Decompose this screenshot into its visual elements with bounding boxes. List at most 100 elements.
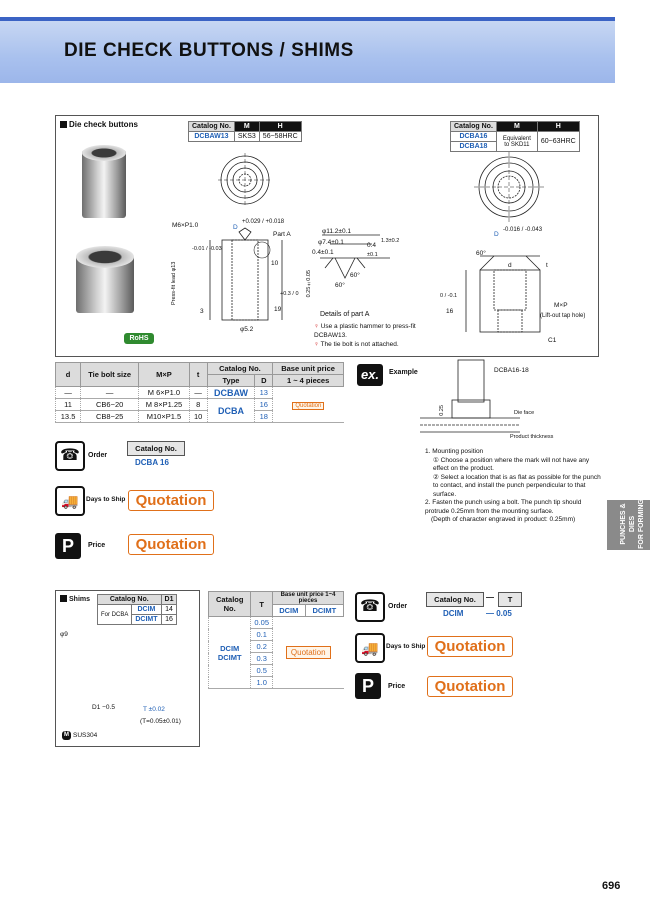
shim-d1: D1 −0.5 bbox=[92, 704, 115, 711]
price-label: Price bbox=[88, 542, 106, 549]
detail-note-1: ♀ Use a plastic hammer to press-fit DCBA… bbox=[314, 323, 416, 339]
shim-cat-dcimt[interactable]: DCIMT bbox=[217, 652, 242, 662]
table-row: 0.2 bbox=[209, 640, 344, 653]
detail-d6: 0.25±0.05 bbox=[306, 270, 312, 298]
page-title: DIE CHECK BUTTONS / SHIMS bbox=[64, 40, 354, 61]
example-dim: 0.25 bbox=[439, 405, 445, 416]
label-press-fit: Press-fit lead φ13 bbox=[171, 261, 177, 305]
label-angle-right: 60° bbox=[476, 250, 486, 257]
warning-icon: ♀ bbox=[314, 323, 319, 330]
example-die-face: Die face bbox=[514, 410, 535, 416]
table-row: 0.1 bbox=[209, 628, 344, 641]
shim-days-label: Days to Ship bbox=[386, 643, 426, 650]
quotation-price-button[interactable]: Quotation bbox=[128, 534, 214, 555]
label-dim-16: 16 bbox=[446, 308, 454, 315]
example-label: Example bbox=[389, 369, 418, 376]
type-dcbaw[interactable]: DCBAW bbox=[206, 386, 255, 399]
catalog-dcimt[interactable]: DCIMT bbox=[131, 614, 162, 625]
label-c1: C1 bbox=[548, 337, 557, 344]
main-spec-table: d Tie bolt size M×P t Catalog No. Base u… bbox=[54, 362, 344, 423]
label-d-right: D bbox=[494, 231, 499, 238]
truck-icon: 🚚 bbox=[55, 486, 85, 516]
shim-quotation-price-button[interactable]: Quotation bbox=[427, 676, 513, 697]
detail-d4-tol: ±0.1 bbox=[367, 252, 378, 258]
quotation-days-button[interactable]: Quotation bbox=[128, 490, 214, 511]
detail-d3: 0.4±0.1 bbox=[312, 249, 334, 256]
mounting-notes: 1. Mounting position ① Choose a position… bbox=[425, 448, 601, 523]
shim-price-p-icon: P bbox=[355, 673, 381, 699]
shim-order-catalog-label: Catalog No. bbox=[426, 592, 484, 607]
label-dim-16-tol: 0 / -0.1 bbox=[440, 293, 458, 299]
order-example[interactable]: DCBA 16 bbox=[135, 458, 169, 467]
table-row: 1.0 bbox=[209, 676, 344, 689]
die-check-label: Die check buttons bbox=[60, 120, 138, 129]
shim-price-label: Price bbox=[388, 683, 406, 690]
shim-truck-icon: 🚚 bbox=[355, 633, 385, 663]
shim-order-t-label: T bbox=[498, 592, 522, 607]
die-check-photo-1-top bbox=[82, 145, 126, 161]
detail-d1: φ11.2±0.1 bbox=[322, 228, 351, 235]
label-dim-52: φ5.2 bbox=[240, 326, 254, 333]
shim-order-example-t: — 0.05 bbox=[486, 609, 512, 618]
ex-icon: ex. bbox=[357, 364, 383, 386]
shim-t: T ±0.02 bbox=[143, 706, 165, 713]
detail-d4: 0.4 bbox=[367, 242, 377, 249]
label-dim-10: 10 bbox=[271, 260, 279, 267]
catalog-dcbaw13[interactable]: DCBAW13 bbox=[188, 131, 235, 142]
label-d-tol-right: -0.016 / -0.043 bbox=[503, 227, 543, 233]
order-label: Order bbox=[88, 452, 108, 459]
detail-d5: 1.3±0.2 bbox=[381, 238, 400, 244]
label-t: t bbox=[546, 262, 548, 269]
shim-dia9: φ9 bbox=[60, 631, 68, 638]
detail-d2: φ7.4±0.1 bbox=[318, 239, 344, 246]
label-dim-19: 19 bbox=[274, 306, 282, 313]
label-press-tol: -0.01 / -0.03 bbox=[192, 246, 222, 252]
shim-material: SUS304 bbox=[73, 732, 98, 739]
label-d-left: D bbox=[233, 224, 238, 231]
catalog-dcba18[interactable]: DCBA18 bbox=[450, 141, 497, 152]
die-check-photo-1 bbox=[82, 150, 126, 218]
detail-note-2: ♀ The tie bolt is not attached. bbox=[314, 341, 399, 348]
shim-quotation-badge: Quotation bbox=[285, 646, 331, 659]
label-d-tol-left: +0.029 / +0.018 bbox=[242, 219, 285, 225]
rohs-badge: RoHS bbox=[124, 333, 154, 344]
shim-price-table: Catalog No. T Base unit price 1~4 pieces… bbox=[207, 591, 345, 689]
shim-quotation-days-button[interactable]: Quotation bbox=[427, 636, 513, 657]
example-thickness: Product thickness bbox=[510, 434, 554, 440]
table-row: — — M 6×P1.0 — DCBAW 13 Quotation bbox=[54, 386, 344, 423]
label-dim-3: 3 bbox=[200, 308, 204, 315]
example-part: DCBA16-18 bbox=[494, 367, 529, 374]
shim-t-note: (T=0.05±0.01) bbox=[140, 718, 181, 725]
shim-order-phone-icon: ☎ bbox=[355, 592, 385, 622]
table-row: 11 CB6−20 M 8×P1.25 8 DCBA 16 bbox=[54, 398, 344, 423]
shims-label: Shims bbox=[60, 595, 90, 603]
label-thread: M6×P1.0 bbox=[172, 222, 199, 229]
order-phone-icon: ☎ bbox=[55, 441, 85, 471]
shim-order-dash: — bbox=[486, 593, 494, 602]
label-liftout: (Lift-out tap hole) bbox=[540, 313, 586, 319]
die-check-panel bbox=[55, 115, 599, 357]
detail-caption: Details of part A bbox=[320, 311, 370, 318]
page-number: 696 bbox=[602, 880, 621, 892]
quotation-badge-small: Quotation bbox=[292, 402, 325, 410]
order-catalog-label: Catalog No. bbox=[127, 441, 185, 456]
shim-order-example[interactable]: DCIM bbox=[443, 609, 464, 618]
material-m-icon: M bbox=[62, 731, 71, 740]
type-dcba[interactable]: DCBA bbox=[206, 398, 255, 423]
detail-angle-2: 60° bbox=[350, 272, 360, 279]
label-mxp-right: M×P bbox=[554, 302, 568, 309]
catalog-dcim[interactable]: DCIM bbox=[131, 604, 162, 615]
table-row: 13.5 CB8−25 M10×P1.5 10 18 bbox=[54, 410, 344, 423]
header-accent-bar bbox=[0, 17, 615, 21]
price-p-icon: P bbox=[55, 533, 81, 559]
detail-angle-1: 60° bbox=[335, 282, 345, 289]
label-d-small: d bbox=[508, 262, 512, 269]
warning-icon: ♀ bbox=[314, 341, 319, 348]
shim-cat-dcim[interactable]: DCIM bbox=[220, 643, 240, 653]
days-to-ship-label: Days to Ship bbox=[86, 496, 126, 503]
